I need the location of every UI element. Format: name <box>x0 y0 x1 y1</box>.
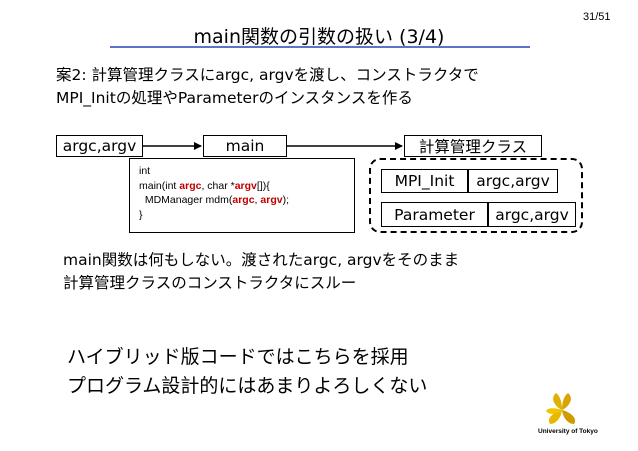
university-caption: University of Tokyo <box>538 428 598 435</box>
main-box: main <box>203 135 287 157</box>
conclusion-line2: プログラム設計的にはあまりよろしくない <box>67 375 428 397</box>
args-box: argc,argv <box>56 135 143 157</box>
code-argc-highlight-2: argc <box>232 194 255 206</box>
parameter-args-box: argc,argv <box>488 202 576 227</box>
manager-class-label: 計算管理クラス <box>418 138 528 156</box>
note-line1: main関数は何もしない。渡されたargc, argvをそのまま <box>63 251 460 269</box>
slide-title: main関数の引数の扱い (3/4) <box>193 26 445 48</box>
parameter-label: Parameter <box>394 205 475 224</box>
conclusion-line1: ハイブリッド版コードではこちらを採用 <box>67 346 409 368</box>
manager-class-box: 計算管理クラス <box>404 135 542 157</box>
code-line-1: int <box>139 165 151 177</box>
code-snippet-box: int main(int argc, char *argv[]){ MDMana… <box>129 158 355 233</box>
page-number: 31/51 <box>583 11 611 23</box>
mpi-init-box: MPI_Init <box>381 169 468 193</box>
parameter-args-label: argc,argv <box>495 205 569 224</box>
ginkgo-leaf-logo-icon <box>546 393 576 424</box>
plan-description-line1: 案2: 計算管理クラスにargc, argvを渡し、コンストラクタで <box>56 66 479 84</box>
code-line-4: } <box>139 208 143 221</box>
note-line2: 計算管理クラスのコンストラクタにスルー <box>63 274 357 292</box>
code-argc-highlight: argc <box>179 179 202 192</box>
mpi-init-args-box: argc,argv <box>468 169 558 193</box>
args-label: argc,argv <box>62 137 137 155</box>
code-line-3: MDManager mdm(argc, argv); <box>139 194 289 206</box>
code-line-2: main(int argc, char *argv[]){ <box>139 179 270 192</box>
title-underline <box>110 46 530 48</box>
plan-description-line2: MPI_Initの処理やParameterのインスタンスを作る <box>56 89 413 107</box>
manager-contents-group <box>369 158 583 233</box>
code-argv-highlight: argv <box>234 179 257 192</box>
mpi-init-label: MPI_Init <box>394 172 455 190</box>
mpi-init-args-label: argc,argv <box>476 172 550 190</box>
code-argv-highlight-2: argv <box>260 194 283 206</box>
main-label: main <box>225 137 265 155</box>
parameter-box: Parameter <box>381 202 488 227</box>
